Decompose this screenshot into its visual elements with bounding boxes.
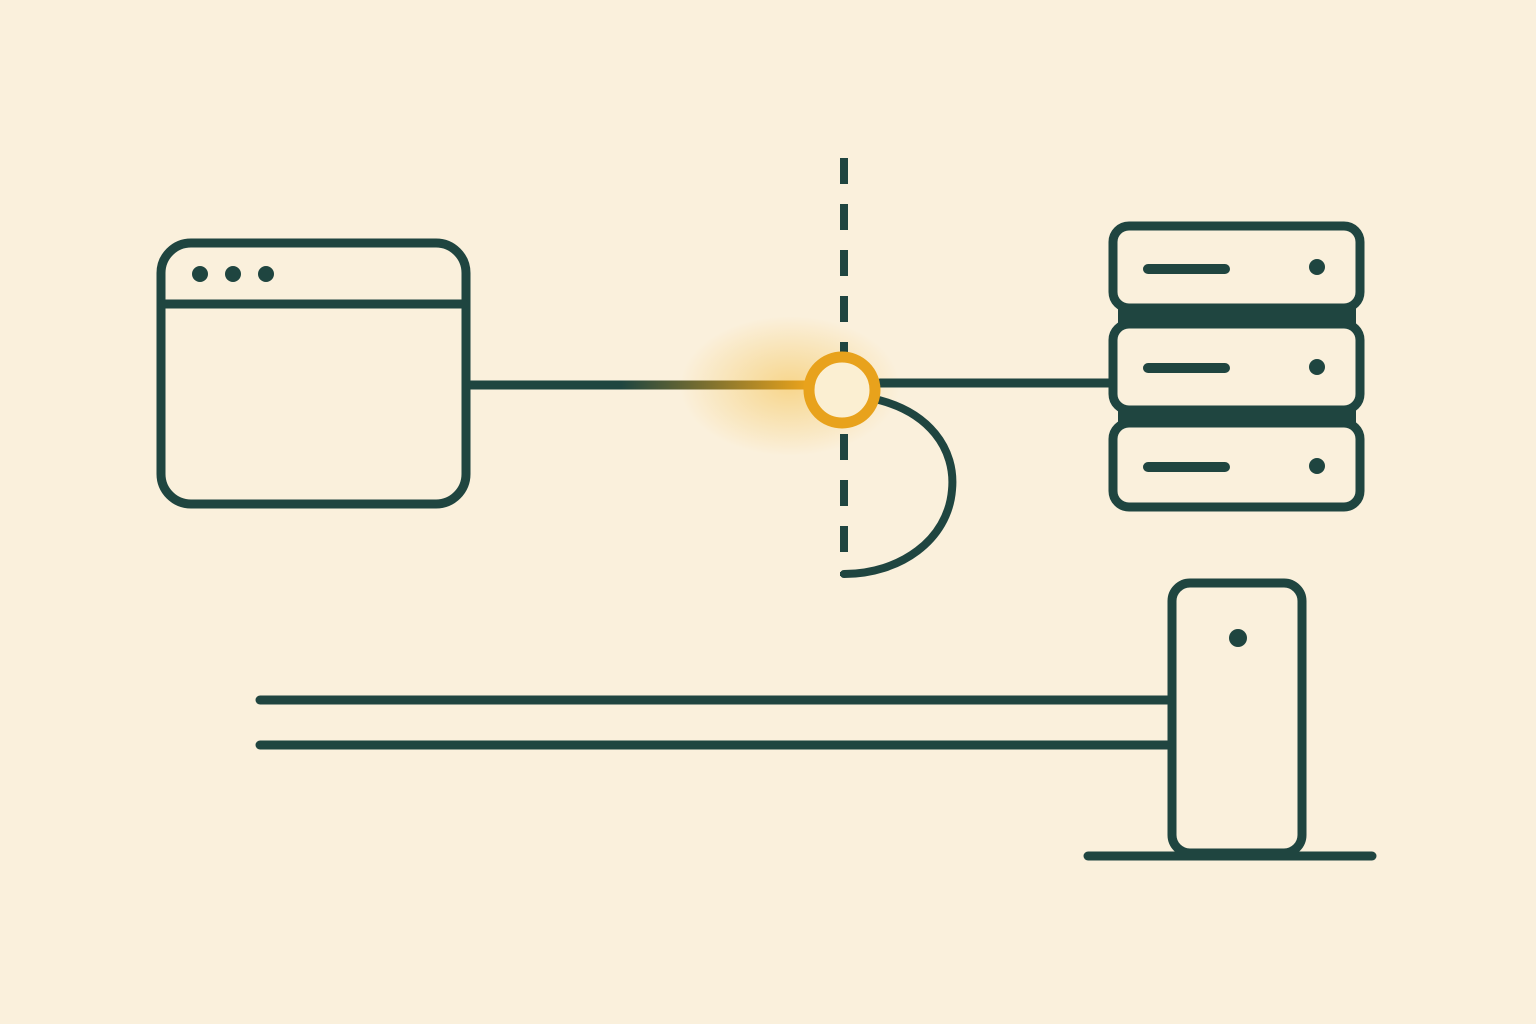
server-unit-3-led (1309, 458, 1325, 474)
browser-dot-3 (258, 266, 274, 282)
server-unit-2-led (1309, 359, 1325, 375)
server-gap-1 (1118, 307, 1356, 325)
return-arc (840, 394, 957, 578)
server-stack-icon (1108, 221, 1365, 512)
gateway-node-icon (803, 351, 881, 429)
browser-dot-1 (192, 266, 208, 282)
browser-frame (156, 238, 471, 509)
barrier-post-light (1229, 629, 1247, 647)
browser-dot-2 (225, 266, 241, 282)
server-unit-1-led (1309, 259, 1325, 275)
barrier-gate-icon (255, 578, 1377, 861)
barrier-post (1167, 578, 1307, 858)
browser-window-icon (156, 238, 471, 509)
server-gap-2 (1118, 408, 1356, 424)
